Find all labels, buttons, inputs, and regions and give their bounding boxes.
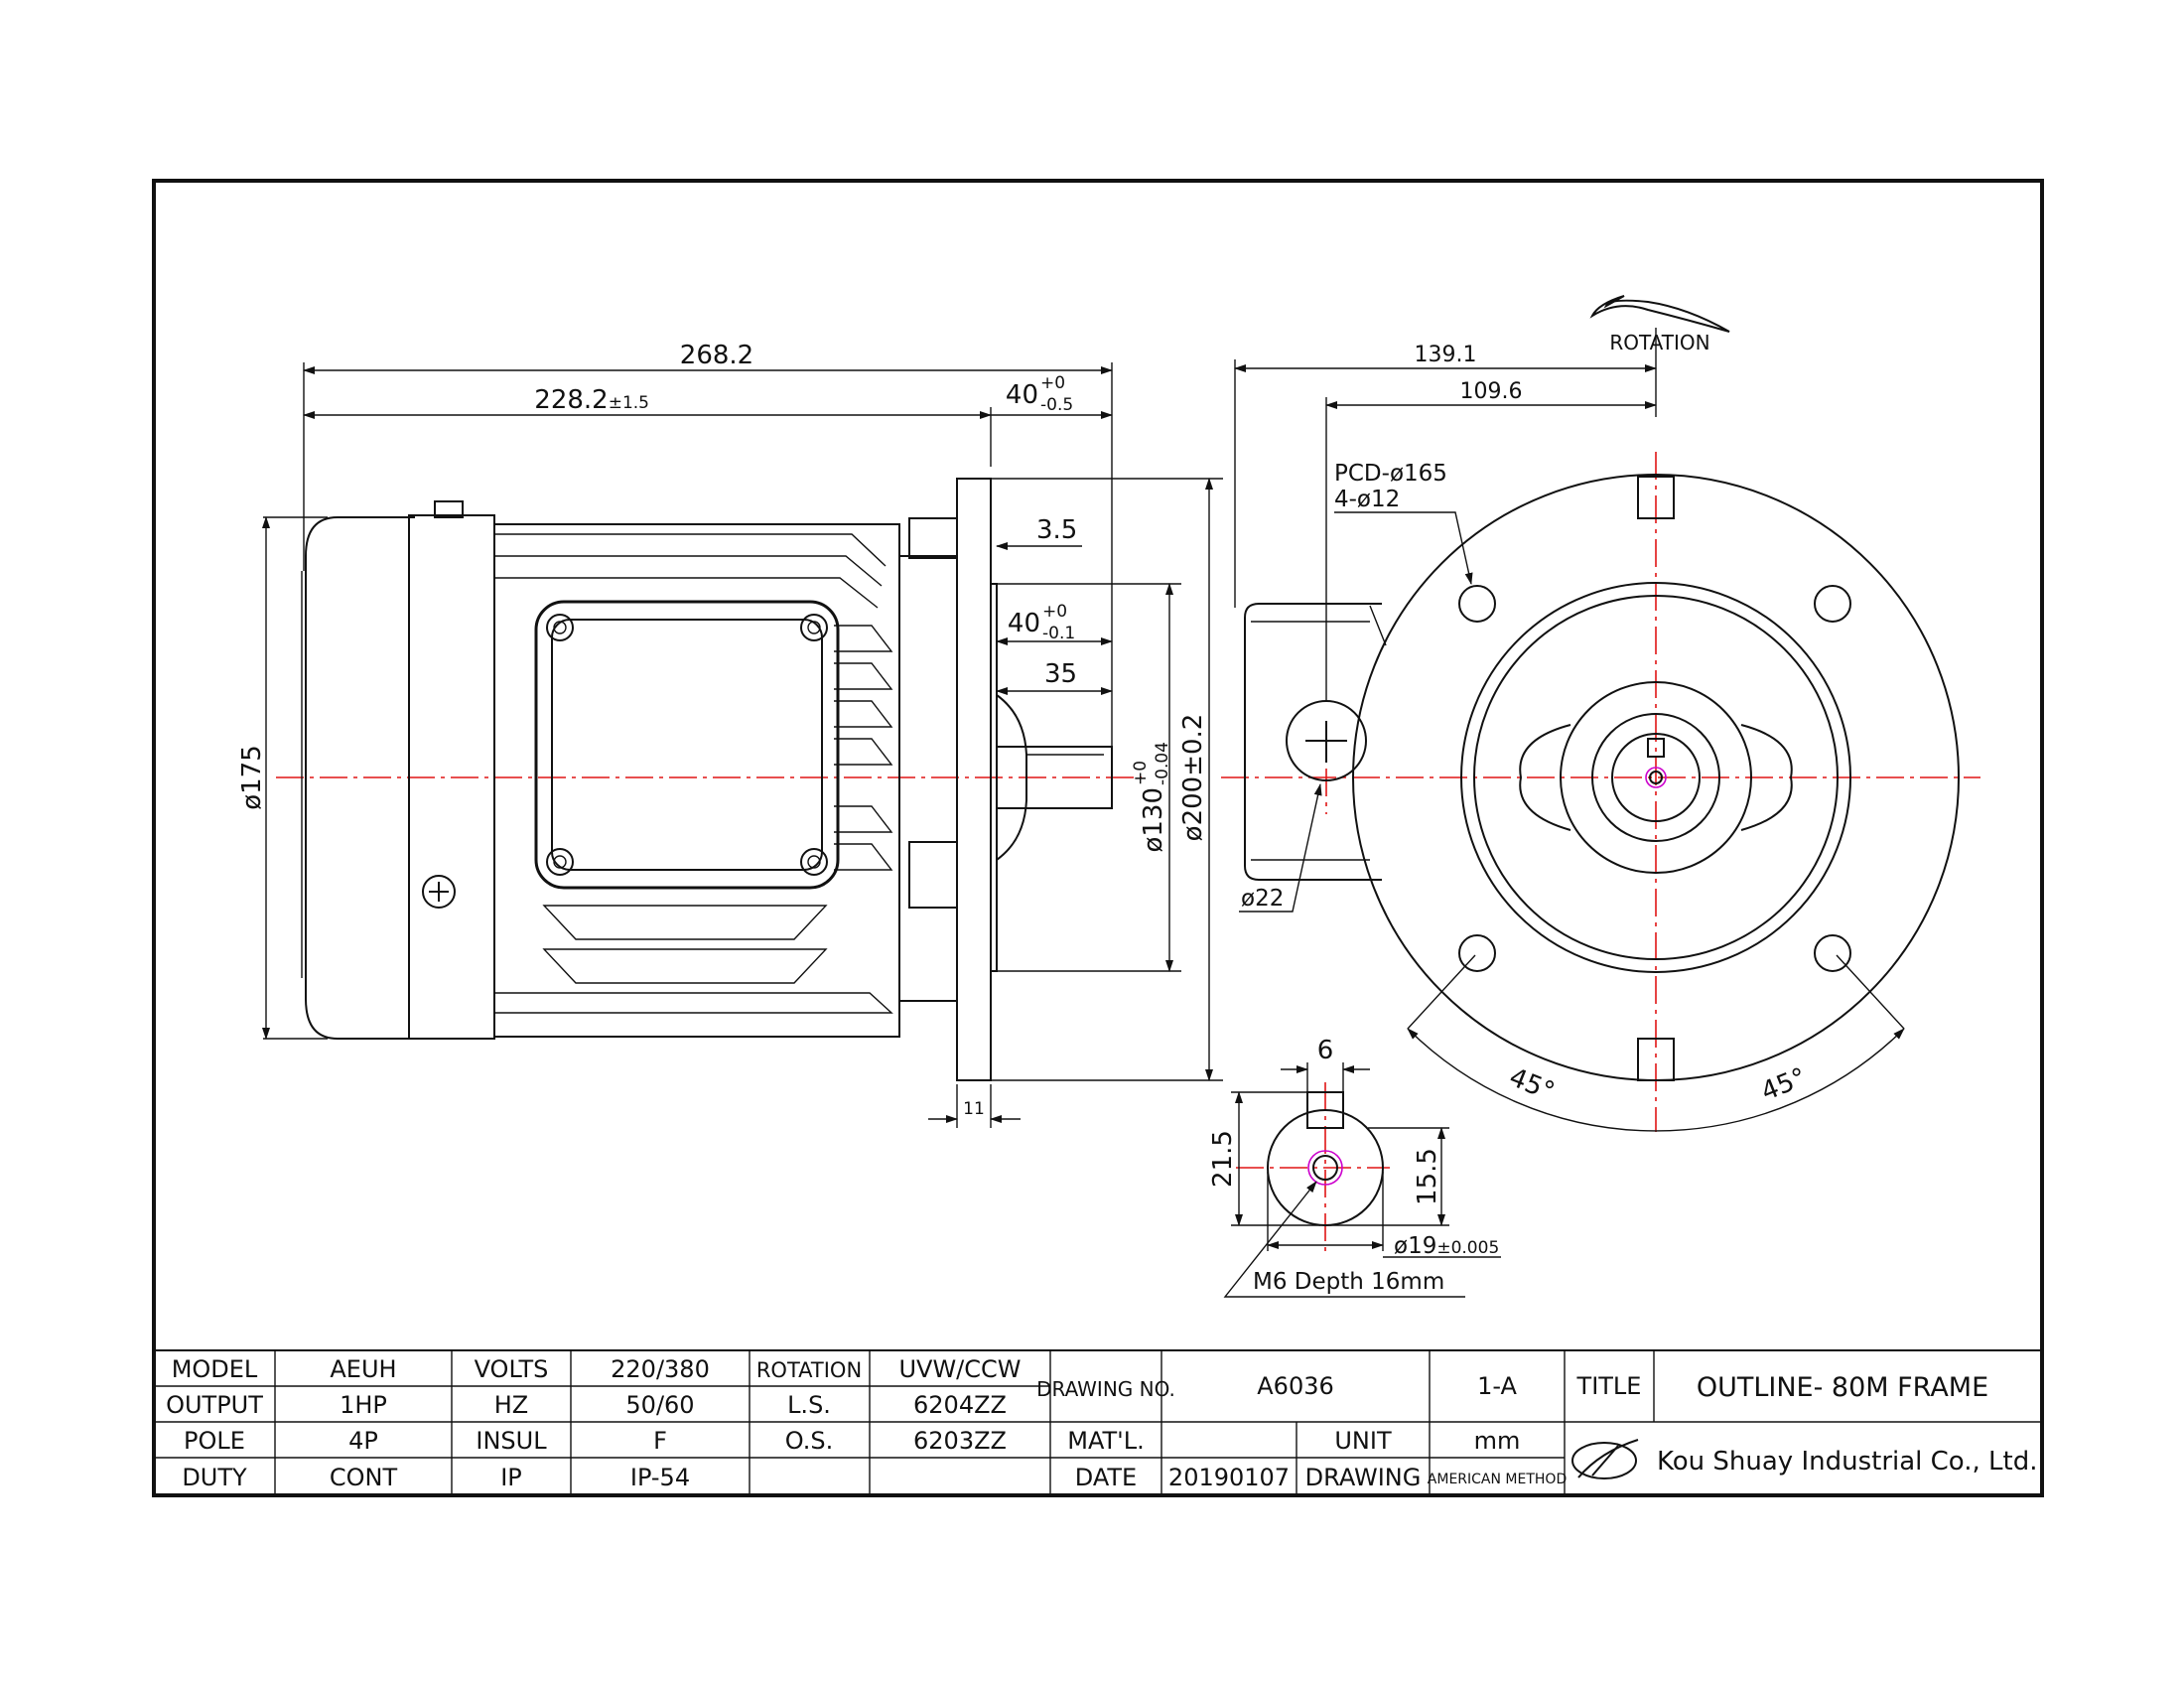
tb-ip-value: IP-54 <box>630 1464 690 1491</box>
tb-rotation-value: UVW/CCW <box>898 1355 1021 1383</box>
tb-date-label: DATE <box>1075 1464 1137 1491</box>
side-view: 268.2 228.2±1.5 40 +0 -0.5 3.5 40 +0 -0.… <box>237 341 1223 1128</box>
thread-note: M6 Depth 16mm <box>1253 1269 1444 1295</box>
dim-key-offset: 35 <box>1044 659 1077 689</box>
dim-spigot-tol-upper: +0 <box>1131 761 1151 785</box>
tb-revision: 1-A <box>1477 1372 1517 1400</box>
tb-os-value: 6203ZZ <box>913 1427 1007 1455</box>
tb-duty-value: CONT <box>330 1464 398 1491</box>
dim-spigot: ø130 <box>1139 787 1168 853</box>
drawing-border <box>152 179 2044 1497</box>
tb-output-value: 1HP <box>340 1391 387 1419</box>
tb-drawing-no: A6036 <box>1257 1372 1334 1400</box>
tb-model-value: AEUH <box>330 1355 396 1383</box>
pcd-label: PCD-ø165 <box>1334 461 1447 487</box>
shaft-detail: 6 21.5 15.5 ø19±0.005 M6 Depth 16mm <box>1208 1036 1501 1298</box>
shaft-height-total: 21.5 <box>1208 1130 1238 1188</box>
tb-ip-label: IP <box>500 1464 522 1491</box>
angle-right: 45° <box>1757 1062 1811 1107</box>
dim-flange-thickness: 11 <box>963 1099 985 1119</box>
tb-pole-value: 4P <box>348 1427 378 1455</box>
tb-title-label: TITLE <box>1576 1372 1642 1400</box>
tb-material-label: MAT'L. <box>1067 1427 1145 1455</box>
holes-label: 4-ø12 <box>1334 487 1400 512</box>
dim-key-tol-upper: +0 <box>1042 602 1067 622</box>
shaft-height-key: 15.5 <box>1413 1148 1442 1205</box>
earth-screw-icon <box>422 875 456 909</box>
tb-drawing-no-label: DRAWING NO. <box>1036 1377 1175 1401</box>
tb-os-label: O.S. <box>785 1427 833 1455</box>
dim-inner-offset: 109.6 <box>1460 379 1523 404</box>
tb-unit-label: UNIT <box>1334 1427 1392 1455</box>
tb-date: 20190107 <box>1168 1464 1290 1491</box>
title-block: MODEL AEUH VOLTS 220/380 ROTATION UVW/CC… <box>154 1349 2042 1495</box>
dim-shaft-tol-lower: -0.5 <box>1040 395 1073 415</box>
dim-outer-offset: 139.1 <box>1415 343 1477 367</box>
tb-drawing-label: DRAWING <box>1305 1464 1422 1491</box>
dim-step: 3.5 <box>1036 515 1077 545</box>
tb-model-label: MODEL <box>172 1355 258 1383</box>
dim-key-tol-lower: -0.1 <box>1042 624 1075 643</box>
tb-volts-value: 220/380 <box>611 1355 710 1383</box>
tb-ls-value: 6204ZZ <box>913 1391 1007 1419</box>
mounting-hole <box>1814 585 1851 623</box>
dim-body-length: 228.2±1.5 <box>534 385 649 415</box>
mounting-hole <box>1814 934 1851 972</box>
tb-insul-value: F <box>653 1427 667 1455</box>
tb-title: OUTLINE- 80M FRAME <box>1697 1372 1988 1403</box>
dim-spigot-tol-lower: -0.04 <box>1153 742 1172 785</box>
dim-key-length: 40 <box>1008 609 1040 638</box>
dim-flange: ø200±0.2 <box>1178 714 1208 842</box>
dim-shaft-tol-upper: +0 <box>1040 373 1065 393</box>
tb-pole-label: POLE <box>184 1427 245 1455</box>
cable-gland-dia: ø22 <box>1241 886 1284 912</box>
shaft-key-width: 6 <box>1317 1036 1334 1065</box>
tb-company: Kou Shuay Industrial Co., Ltd. <box>1657 1447 2038 1477</box>
dim-shaft-length: 40 <box>1006 380 1038 410</box>
tb-insul-label: INSUL <box>476 1427 547 1455</box>
tb-hz-label: HZ <box>494 1391 529 1419</box>
tb-rotation-label: ROTATION <box>756 1358 862 1382</box>
front-view: ROTATION 139.1 109.6 PCD-ø165 4-ø12 ø22 … <box>1221 295 1980 1132</box>
shaft-dia: ø19±0.005 <box>1394 1233 1499 1259</box>
tb-output-label: OUTPUT <box>166 1391 263 1419</box>
tb-drawing-method: AMERICAN METHOD <box>1428 1472 1567 1487</box>
tb-ls-label: L.S. <box>787 1391 831 1419</box>
mounting-hole <box>1458 585 1496 623</box>
rotation-arrow-icon <box>1589 295 1730 333</box>
dim-overall-length: 268.2 <box>680 341 753 370</box>
tb-unit: mm <box>1474 1427 1521 1455</box>
dim-height: ø175 <box>237 745 267 810</box>
company-logo-icon <box>1571 1439 1639 1479</box>
mounting-hole <box>1458 934 1496 972</box>
rotation-label: ROTATION <box>1609 331 1709 354</box>
tb-hz-value: 50/60 <box>625 1391 694 1419</box>
tb-volts-label: VOLTS <box>475 1355 549 1383</box>
tb-duty-label: DUTY <box>182 1464 247 1491</box>
